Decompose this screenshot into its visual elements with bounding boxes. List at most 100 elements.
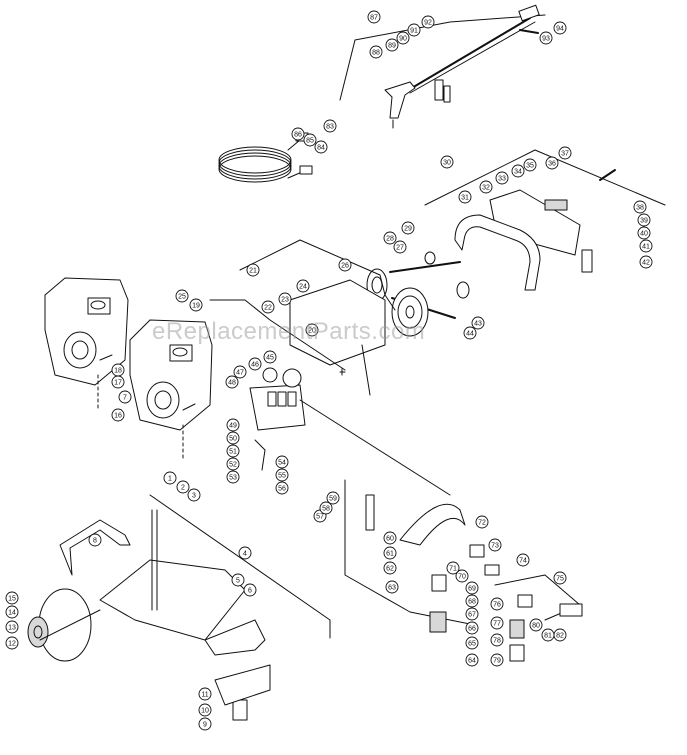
callout-number-65: 65 (468, 641, 476, 648)
callout-balloon-3 (187, 488, 201, 502)
callout-number-36: 36 (548, 161, 556, 168)
callout-balloon-12 (5, 636, 19, 650)
callout-balloon-46 (248, 357, 262, 371)
callout-balloon-41 (639, 239, 653, 253)
callout-balloon-29 (401, 221, 415, 235)
callout-number-91: 91 (410, 28, 418, 35)
callout-balloon-7 (118, 390, 132, 404)
callout-balloon-38 (633, 200, 647, 214)
callout-number-13: 13 (8, 625, 16, 632)
callout-balloon-70 (455, 569, 469, 583)
callout-number-73: 73 (491, 543, 499, 550)
callout-number-77: 77 (493, 621, 501, 628)
callout-number-8: 8 (93, 538, 97, 545)
callout-number-5: 5 (236, 578, 240, 585)
callout-balloon-49 (226, 418, 240, 432)
callout-balloon-74 (516, 553, 530, 567)
spray-gun-assembly (339, 4, 546, 129)
callout-balloon-43 (471, 316, 485, 330)
belt-guard-assembly (424, 149, 666, 291)
callout-number-33: 33 (498, 176, 506, 183)
callout-balloon-89 (385, 38, 399, 52)
callout-number-20: 20 (308, 328, 316, 335)
callout-balloon-50 (226, 431, 240, 445)
callout-balloon-56 (275, 481, 289, 495)
callout-number-84: 84 (317, 145, 325, 152)
callout-balloon-61 (383, 546, 397, 560)
callout-number-32: 32 (482, 185, 490, 192)
callout-balloon-15 (5, 591, 19, 605)
callout-balloon-52 (226, 457, 240, 471)
wheel (27, 588, 101, 662)
callout-balloon-45 (263, 350, 277, 364)
callout-number-34: 34 (514, 169, 522, 176)
callout-number-57: 57 (316, 514, 324, 521)
callout-balloon-21 (246, 263, 260, 277)
callout-balloon-2 (176, 480, 190, 494)
callout-balloon-72 (475, 515, 489, 529)
callout-number-1: 1 (168, 476, 172, 483)
callout-balloon-77 (490, 616, 504, 630)
callout-number-15: 15 (8, 596, 16, 603)
callout-balloon-73 (488, 538, 502, 552)
callout-balloon-19 (189, 298, 203, 312)
callout-balloon-55 (275, 468, 289, 482)
callout-balloon-60 (383, 531, 397, 545)
callout-number-17: 17 (114, 380, 122, 387)
callout-number-9: 9 (203, 722, 207, 729)
callout-number-68: 68 (468, 599, 476, 606)
callout-number-75: 75 (556, 576, 564, 583)
callout-balloon-83 (323, 119, 337, 133)
callout-balloon-16 (111, 408, 125, 422)
callout-balloon-85 (303, 133, 317, 147)
callout-balloon-90 (396, 31, 410, 45)
callout-number-58: 58 (322, 506, 330, 513)
callout-number-63: 63 (388, 585, 396, 592)
callout-number-48: 48 (228, 380, 236, 387)
callout-balloon-48 (225, 375, 239, 389)
callout-number-79: 79 (493, 658, 501, 665)
callout-number-69: 69 (468, 586, 476, 593)
callout-balloon-58 (319, 501, 333, 515)
callout-number-82: 82 (556, 633, 564, 640)
callout-number-42: 42 (642, 260, 650, 267)
callout-balloon-39 (637, 213, 651, 227)
callout-balloon-91 (407, 23, 421, 37)
callout-balloon-37 (558, 146, 572, 160)
callout-balloon-11 (198, 687, 212, 701)
callout-balloon-86 (291, 127, 305, 141)
callout-number-11: 11 (201, 692, 208, 699)
callout-balloon-6 (243, 583, 257, 597)
callout-number-50: 50 (229, 436, 237, 443)
callout-number-61: 61 (386, 551, 394, 558)
callout-number-16: 16 (114, 413, 122, 420)
callout-balloon-66 (465, 621, 479, 635)
callout-number-45: 45 (266, 355, 274, 362)
callout-number-66: 66 (468, 626, 476, 633)
callout-balloon-26 (338, 258, 352, 272)
callout-number-67: 67 (468, 612, 476, 619)
callout-number-14: 14 (8, 610, 16, 617)
callout-number-54: 54 (278, 460, 286, 467)
callout-balloon-18 (111, 363, 125, 377)
callout-balloon-92 (421, 15, 435, 29)
callout-balloon-47 (233, 365, 247, 379)
callout-number-53: 53 (229, 475, 237, 482)
callout-number-18: 18 (114, 368, 122, 375)
part-drawings (27, 4, 666, 721)
callout-number-25: 25 (178, 294, 186, 301)
callout-balloon-22 (261, 300, 275, 314)
callout-number-44: 44 (466, 331, 474, 338)
callout-number-93: 93 (542, 36, 550, 43)
callout-number-24: 24 (299, 284, 307, 291)
callout-balloon-1 (163, 471, 177, 485)
callout-number-92: 92 (424, 20, 432, 27)
callout-number-37: 37 (561, 151, 569, 158)
callout-balloon-32 (479, 180, 493, 194)
callout-balloon-80 (529, 618, 543, 632)
callout-balloon-65 (465, 636, 479, 650)
callout-number-47: 47 (236, 370, 244, 377)
callout-number-81: 81 (544, 633, 552, 640)
callout-balloon-27 (393, 240, 407, 254)
